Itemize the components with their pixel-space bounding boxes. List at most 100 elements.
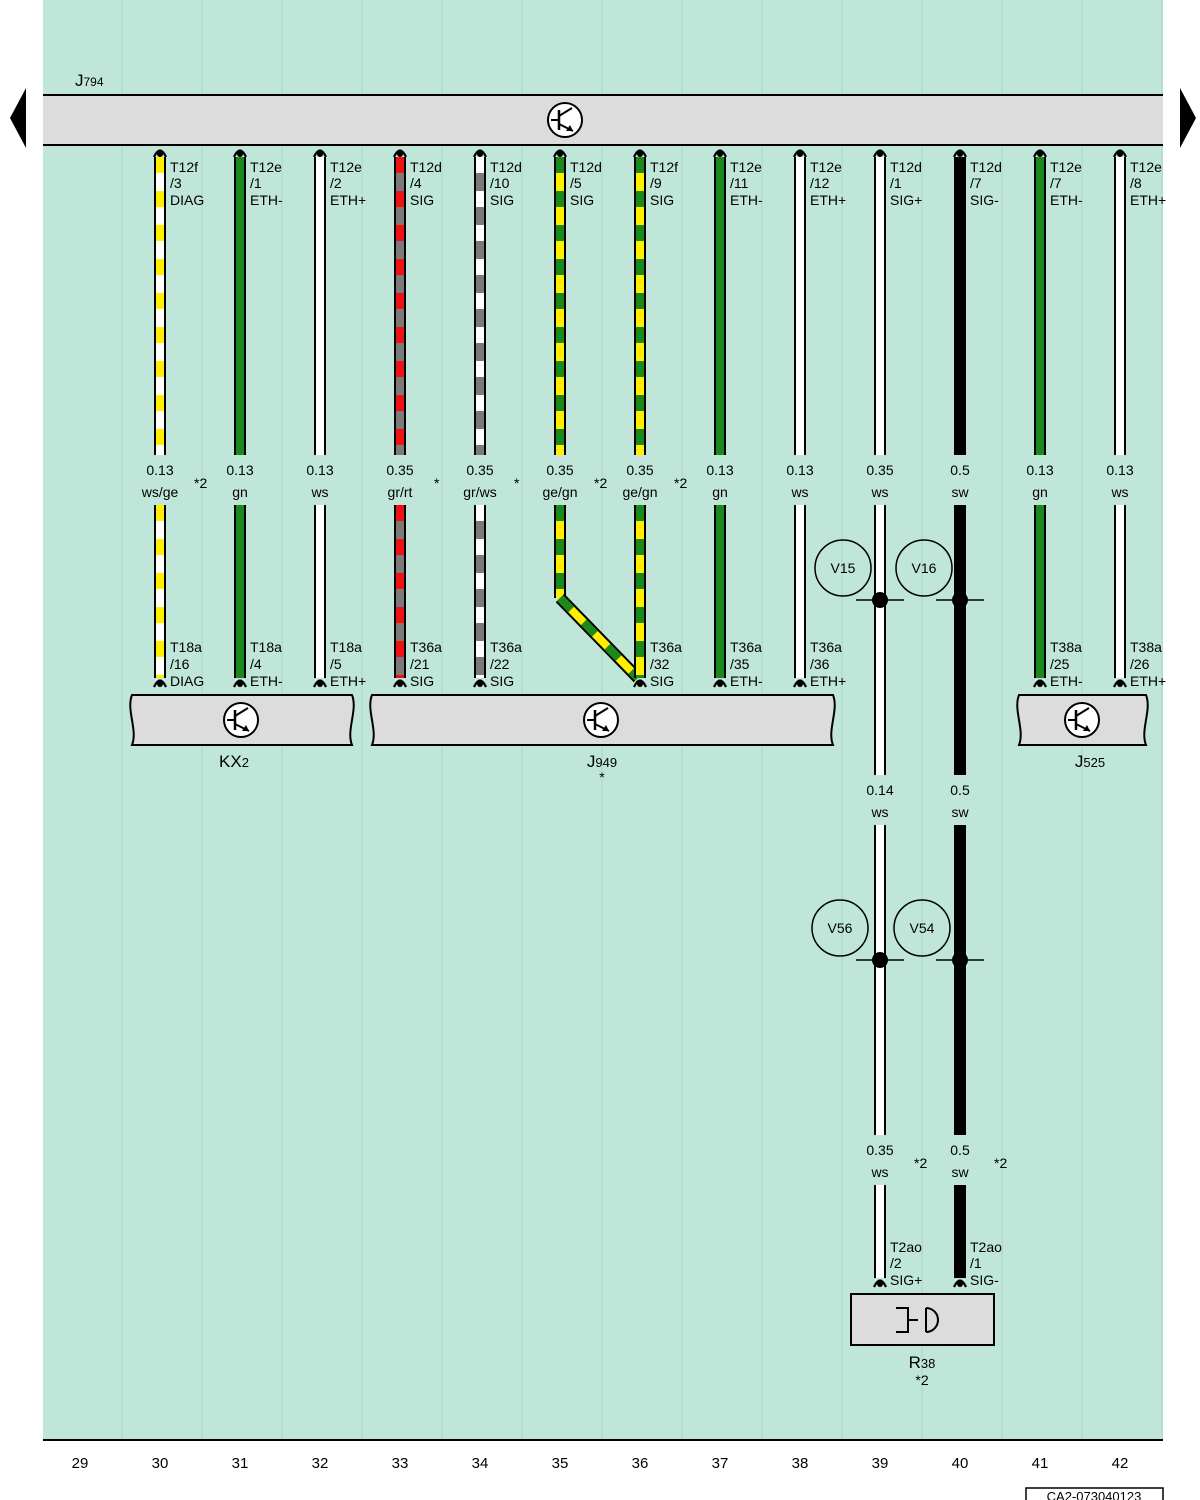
connector-bottom-33 <box>393 679 407 688</box>
r38-note: *2 <box>915 1372 928 1388</box>
wire-color-code-42: ws <box>1110 484 1128 500</box>
pin-top-num-32: /2 <box>330 175 342 191</box>
wire-note-33: * <box>434 475 440 491</box>
connector-bottom-31 <box>233 679 247 688</box>
wire-color-code-35: ge/gn <box>542 484 577 500</box>
pin-top-41: T12e <box>1050 159 1082 175</box>
connector-top-34 <box>473 149 487 158</box>
wire-color-code-30: ws/ge <box>141 484 179 500</box>
wire-size-30: 0.13 <box>146 462 173 478</box>
wire-size-42: 0.13 <box>1106 462 1133 478</box>
pin-bottom-36: T36a <box>650 639 682 655</box>
pin-bottom-num-38: /36 <box>810 656 830 672</box>
r38-label-main: R <box>909 1353 921 1372</box>
connector-bottom-41 <box>1033 679 1047 688</box>
pin-bottom-30: T18a <box>170 639 202 655</box>
pin-top-40: T12d <box>970 159 1002 175</box>
connector-bottom-42 <box>1113 679 1127 688</box>
splice-dot-V15 <box>872 592 888 608</box>
next-page-arrow-icon <box>1180 88 1196 148</box>
connector-dot <box>157 151 163 157</box>
pin-top-35: T12d <box>570 159 602 175</box>
column-number-38: 38 <box>792 1455 809 1472</box>
component-kx2-label-sub: 2 <box>242 755 249 770</box>
connector-arc <box>633 149 647 158</box>
splice-ring-V54 <box>893 899 951 957</box>
splice-label-V16: V16 <box>912 560 937 576</box>
pin-top-34: T12d <box>490 159 522 175</box>
pin-bottom-sig-30: DIAG <box>170 673 204 689</box>
wire-color-code-36: ge/gn <box>622 484 657 500</box>
pin-top-sig-35: SIG <box>570 192 594 208</box>
connector-arc <box>793 679 807 688</box>
pin-bottom-num-33: /21 <box>410 656 430 672</box>
pin-bottom-sig-41: ETH- <box>1050 673 1083 689</box>
icon-collector <box>594 707 609 717</box>
column-number-42: 42 <box>1112 1455 1129 1472</box>
wire-note-30: *2 <box>194 475 207 491</box>
splice-ring-V15 <box>814 539 872 597</box>
pin-bottom-sig-38: ETH+ <box>810 673 846 689</box>
r38-label-sub: 38 <box>921 1356 935 1371</box>
connector-bottom-34 <box>473 679 487 688</box>
connector-top-38 <box>793 149 807 158</box>
pin-top-sig-38: ETH+ <box>810 192 846 208</box>
prev-page-arrow-icon <box>10 88 26 148</box>
pin-top-sig-41: ETH- <box>1050 192 1083 208</box>
connector-arc <box>713 149 727 158</box>
connector-dot <box>1117 681 1123 687</box>
column-number-41: 41 <box>1032 1455 1049 1472</box>
connector-dot <box>957 1281 963 1287</box>
column-number-35: 35 <box>552 1455 569 1472</box>
connector-bottom-30 <box>153 679 167 688</box>
connector-dot <box>1117 151 1123 157</box>
pin-bottom-num-36: /32 <box>650 656 670 672</box>
connector-top-37 <box>713 149 727 158</box>
pin-top-sig-36: SIG <box>650 192 674 208</box>
pin-top-37: T12e <box>730 159 762 175</box>
icon-circle <box>547 102 583 138</box>
bus-label: J794 <box>75 71 104 90</box>
pin-bottom-42: T38a <box>1130 639 1162 655</box>
connector-dot <box>157 681 163 687</box>
connector-arc <box>233 149 247 158</box>
r38-pin-sig-40: SIG- <box>970 1272 999 1288</box>
pin-top-num-33: /4 <box>410 175 422 191</box>
pin-top-num-39: /1 <box>890 175 902 191</box>
connector-top-35 <box>553 149 567 158</box>
component-j949-label-sub: 949 <box>595 755 617 770</box>
column-number-30: 30 <box>152 1455 169 1472</box>
connector-top-40 <box>953 149 967 158</box>
run-b-size-39: 0.35 <box>866 1142 893 1158</box>
wire-size-38: 0.13 <box>786 462 813 478</box>
wire-color-code-38: ws <box>790 484 808 500</box>
connector-r38-40 <box>953 1279 967 1288</box>
icon-arrow <box>602 725 609 731</box>
splice-ring-V16 <box>895 539 953 597</box>
connector-arc <box>313 149 327 158</box>
pin-bottom-num-34: /22 <box>490 656 510 672</box>
footer-code-box <box>1025 1487 1164 1500</box>
connector-bottom-36 <box>633 679 647 688</box>
icon-arrow <box>566 125 573 131</box>
pin-bottom-37: T36a <box>730 639 762 655</box>
wire-size-32: 0.13 <box>306 462 333 478</box>
wire-size-41: 0.13 <box>1026 462 1053 478</box>
column-number-31: 31 <box>232 1455 249 1472</box>
splice-dot-V56 <box>872 952 888 968</box>
wire-35-diagonal <box>555 593 643 683</box>
pin-top-42: T12e <box>1130 159 1162 175</box>
column-number-40: 40 <box>952 1455 969 1472</box>
icon-arrow <box>1083 725 1090 731</box>
component-j949-note: * <box>599 769 605 785</box>
connector-arc <box>873 149 887 158</box>
component-j525-label: J525 <box>1075 752 1105 771</box>
connector-dot <box>957 151 963 157</box>
pin-bottom-41: T38a <box>1050 639 1082 655</box>
wire-size-36: 0.35 <box>626 462 653 478</box>
wire-size-35: 0.35 <box>546 462 573 478</box>
pin-top-38: T12e <box>810 159 842 175</box>
column-number-29: 29 <box>72 1455 89 1472</box>
connector-top-41 <box>1033 149 1047 158</box>
component-kx2-transistor-icon <box>223 702 259 738</box>
